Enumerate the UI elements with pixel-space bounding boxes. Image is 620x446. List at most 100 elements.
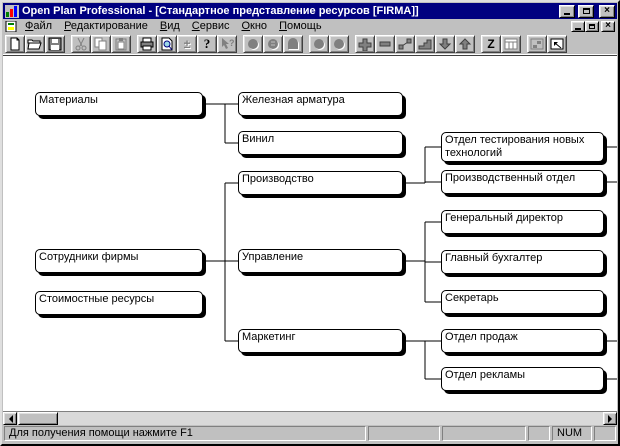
node-secretary[interactable]: Секретарь — [441, 290, 604, 314]
node-staff[interactable]: Сотрудники фирмы — [35, 249, 203, 273]
save-button[interactable] — [45, 34, 65, 53]
restore-button[interactable] — [578, 4, 594, 18]
status-panel-4 — [528, 426, 550, 441]
print-preview-icon — [161, 37, 173, 50]
connector-lines — [203, 103, 617, 380]
copy-icon — [94, 37, 107, 50]
shape-group — [243, 34, 303, 53]
link-button[interactable] — [395, 34, 415, 53]
paste-button[interactable] — [111, 34, 131, 53]
child-minimize-button[interactable] — [571, 20, 585, 32]
printer-icon — [140, 37, 154, 50]
circle-icon — [314, 38, 325, 50]
node-accountant[interactable]: Главный бухгалтер — [441, 250, 604, 274]
fit-corner-arrow-icon — [550, 38, 564, 49]
menu-view[interactable]: Вид — [159, 20, 180, 32]
minus-icon — [379, 41, 391, 46]
title-bar: Open Plan Professional - [Стандартное пр… — [3, 3, 617, 19]
shape-arch-button[interactable] — [283, 34, 303, 53]
horizontal-scrollbar[interactable] — [3, 411, 617, 425]
arrow-down-icon — [438, 38, 452, 50]
scroll-left-button[interactable] — [3, 412, 17, 425]
node-test-dept[interactable]: Отдел тестирования новых технологий — [441, 132, 604, 162]
node-production[interactable]: Производство — [238, 171, 403, 195]
shape-circle-alt-button[interactable] — [263, 34, 283, 53]
new-button[interactable] — [5, 34, 25, 53]
status-panel-2 — [368, 426, 440, 441]
status-panel-6 — [594, 426, 616, 441]
arrow-up-icon — [458, 37, 472, 49]
link-nodes-icon — [398, 38, 412, 49]
node-gen-dir[interactable]: Генеральный директор — [441, 210, 604, 234]
move-down-button[interactable] — [435, 34, 455, 53]
tile-view-button[interactable] — [527, 34, 547, 53]
app-icon — [5, 4, 19, 18]
scissors-icon — [75, 37, 87, 50]
tile-windows-icon — [530, 38, 544, 49]
plus-icon — [358, 38, 372, 51]
steps-icon — [418, 39, 432, 49]
open-folder-icon — [27, 39, 42, 49]
node-sales-dept[interactable]: Отдел продаж — [441, 329, 604, 353]
scrollbar-thumb[interactable] — [18, 412, 58, 425]
sort-z-button[interactable]: Z — [481, 34, 501, 53]
form-view-button[interactable] — [501, 34, 521, 53]
arch-icon — [288, 37, 299, 50]
minimize-button[interactable] — [559, 4, 575, 18]
menu-bar: Файл Редактирование Вид Сервис Окно Помо… — [3, 19, 617, 33]
menu-window[interactable]: Окно — [241, 20, 268, 32]
node-ad-dept[interactable]: Отдел рекламы — [441, 367, 604, 391]
child-restore-button[interactable] — [585, 20, 599, 32]
scroll-right-button[interactable] — [603, 412, 617, 425]
circle-group — [309, 34, 349, 53]
plus-minus-icon: ± — [183, 36, 191, 51]
node-vinyl[interactable]: Винил — [238, 131, 403, 155]
node-marketing[interactable]: Маркетинг — [238, 329, 403, 353]
print-button[interactable] — [137, 34, 157, 53]
cut-button[interactable] — [71, 34, 91, 53]
circle-detail-icon — [268, 38, 279, 50]
remove-button[interactable] — [375, 34, 395, 53]
arrow-left-icon — [5, 414, 13, 423]
circle-a-button[interactable] — [309, 34, 329, 53]
status-bar: Для получения помощи нажмите F1 NUM — [3, 425, 617, 443]
restore-icon — [589, 23, 595, 29]
print-help-group: ± ? ? — [137, 34, 237, 53]
child-close-button[interactable]: × — [601, 20, 615, 32]
help-cursor-icon: ? — [222, 37, 235, 49]
help-button[interactable]: ? — [197, 34, 217, 53]
shape-circle-button[interactable] — [243, 34, 263, 53]
node-prod-dept[interactable]: Производственный отдел — [441, 170, 604, 194]
status-message: Для получения помощи нажмите F1 — [4, 426, 366, 441]
node-materials[interactable]: Материалы — [35, 92, 203, 116]
node-rebar[interactable]: Железная арматура — [238, 92, 403, 116]
fit-window-button[interactable] — [547, 34, 567, 53]
move-up-button[interactable] — [455, 34, 475, 53]
copy-button[interactable] — [91, 34, 111, 53]
minimize-icon — [564, 13, 570, 15]
node-management[interactable]: Управление — [238, 249, 403, 273]
baseline-button[interactable]: ± — [177, 34, 197, 53]
menu-file[interactable]: Файл — [25, 20, 53, 32]
steps-button[interactable] — [415, 34, 435, 53]
toolbar: ± ? ? — [3, 33, 617, 55]
menu-help[interactable]: Помощь — [279, 20, 322, 32]
question-mark-icon: ? — [203, 36, 211, 51]
svg-text:?: ? — [229, 38, 235, 48]
view-group: Z — [481, 34, 521, 53]
menu-tools[interactable]: Сервис — [191, 20, 230, 32]
circle-b-button[interactable] — [329, 34, 349, 53]
edit-structure-group — [355, 34, 475, 53]
close-button[interactable]: × — [599, 4, 615, 18]
open-button[interactable] — [25, 34, 45, 53]
context-help-button[interactable]: ? — [217, 34, 237, 53]
node-cost[interactable]: Стоимостные ресурсы — [35, 291, 203, 315]
close-icon: × — [604, 5, 610, 16]
document-icon — [5, 20, 17, 32]
add-button[interactable] — [355, 34, 375, 53]
print-preview-button[interactable] — [157, 34, 177, 53]
circle-icon — [334, 38, 345, 50]
menu-edit[interactable]: Редактирование — [64, 20, 148, 32]
